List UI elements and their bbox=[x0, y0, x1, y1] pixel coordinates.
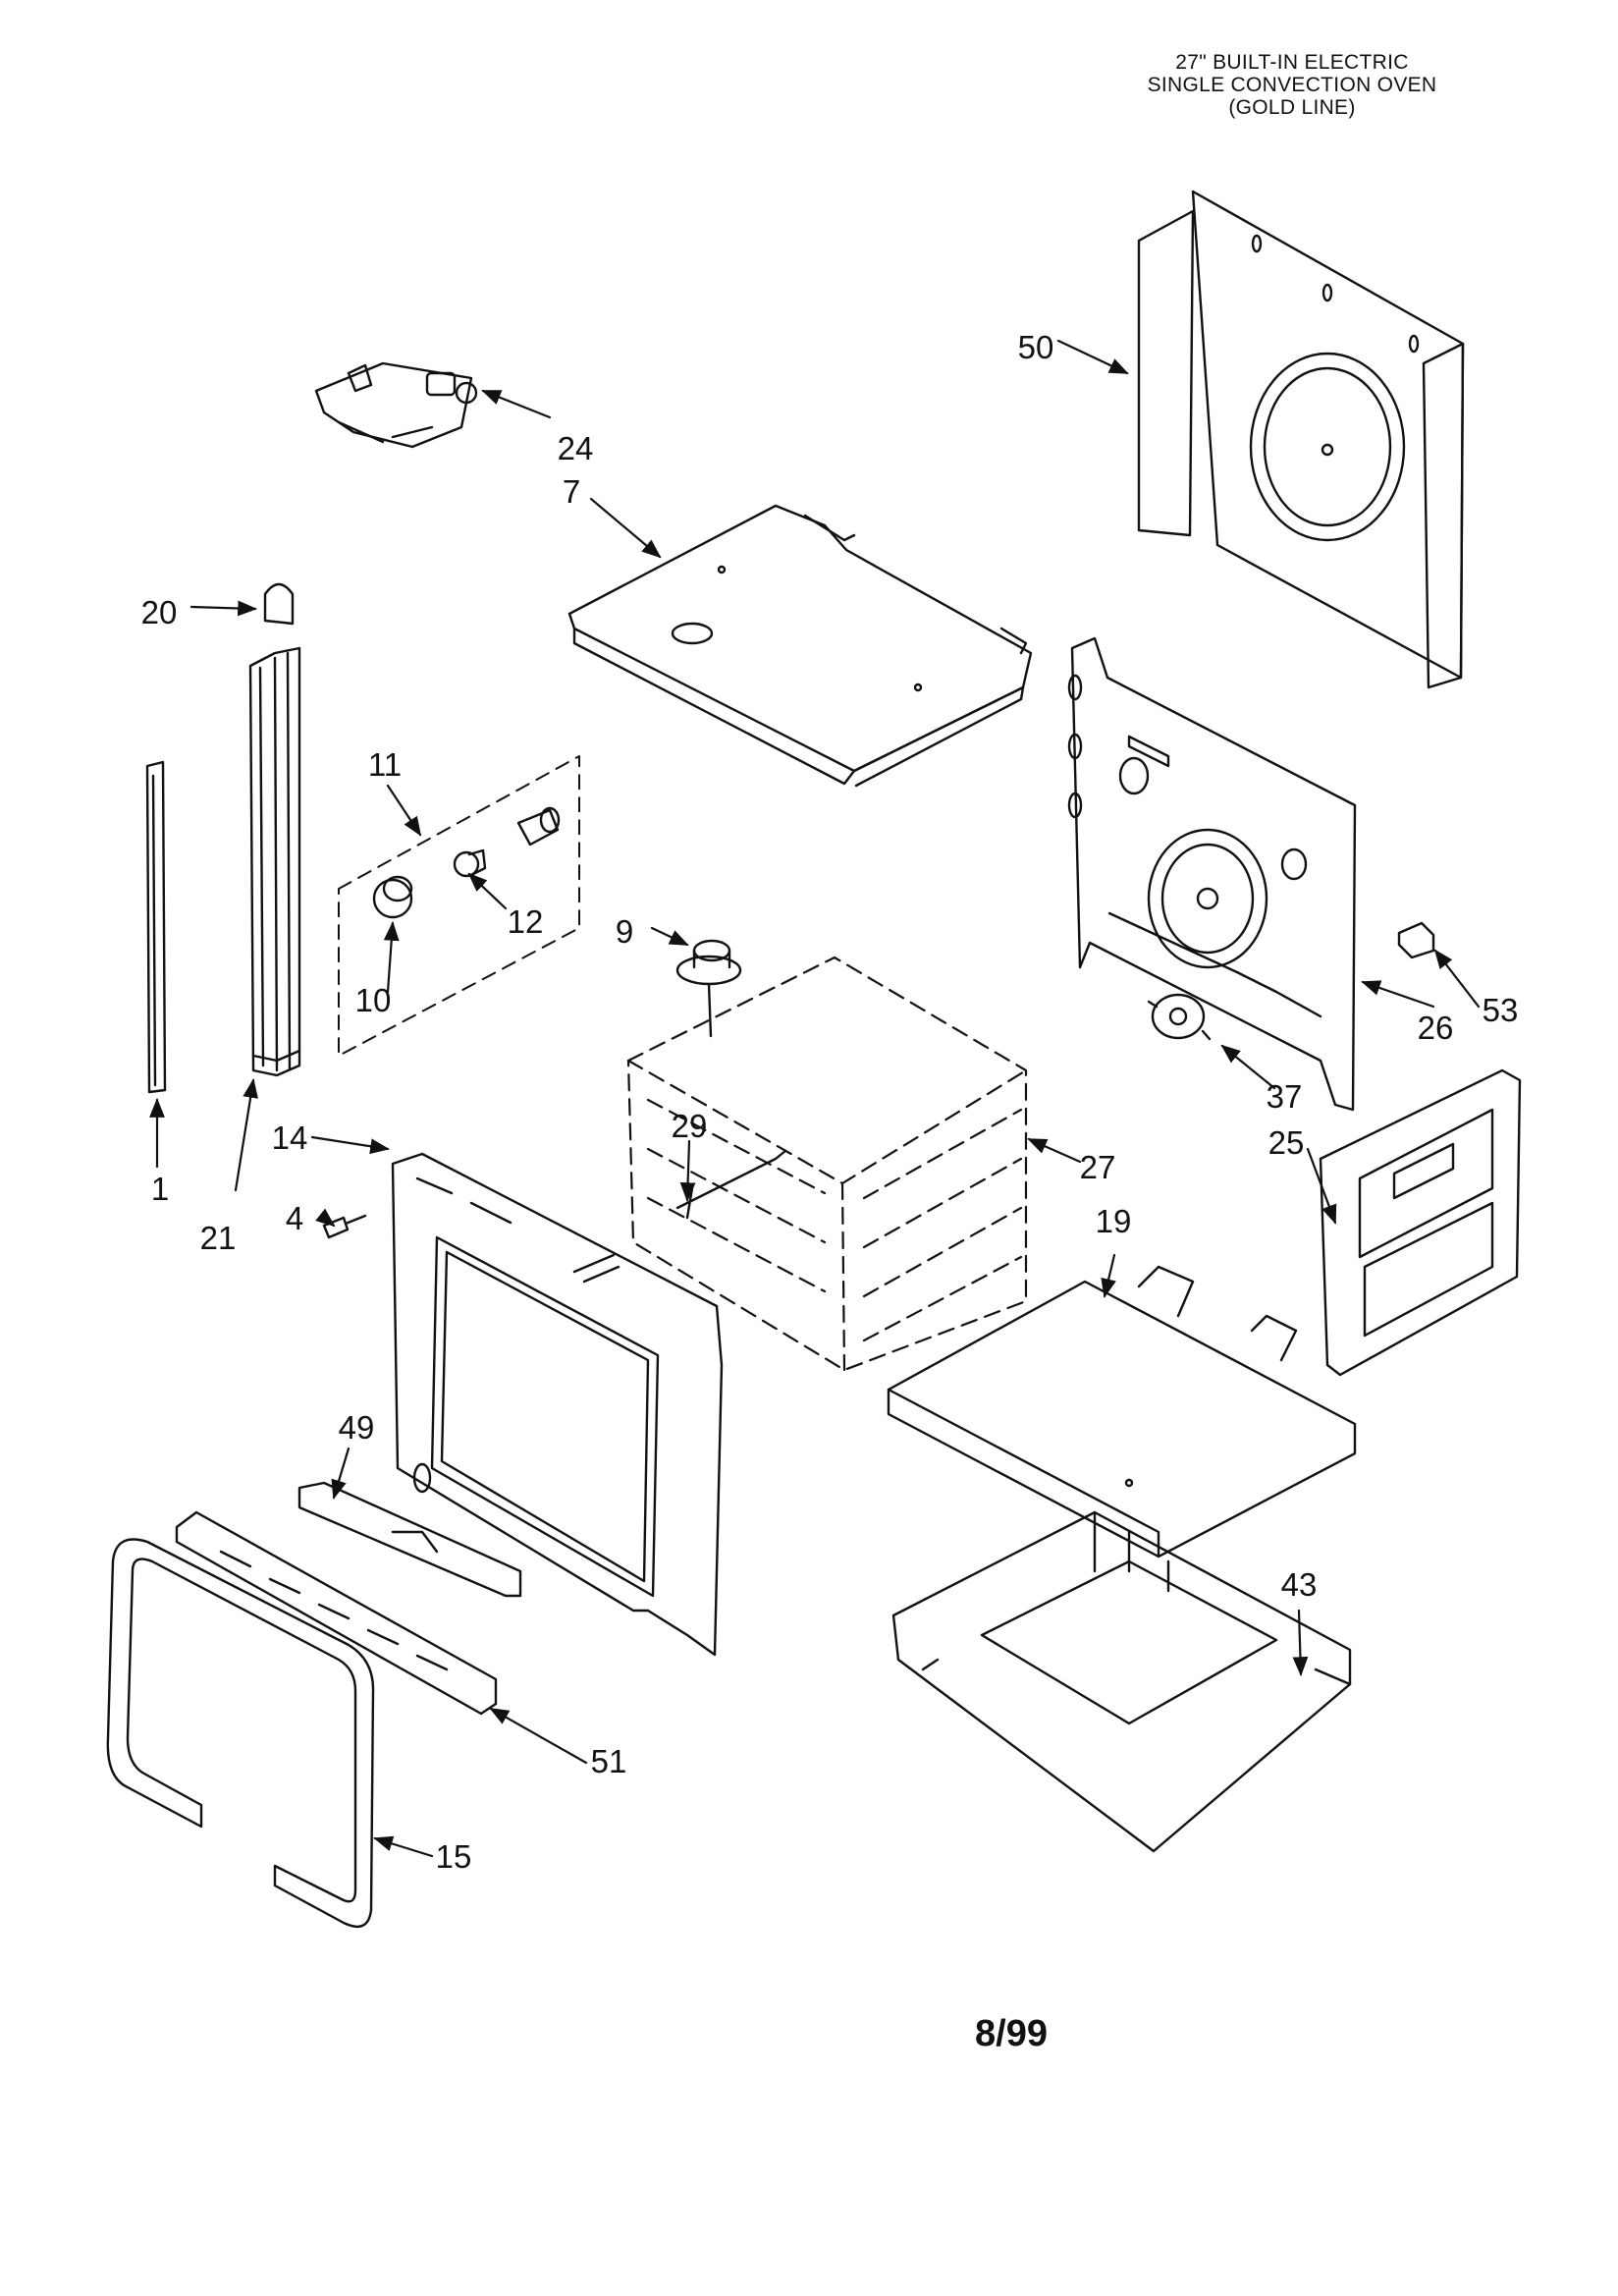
leader-arrows bbox=[149, 339, 1481, 1858]
part-11-switch-group bbox=[338, 755, 580, 1057]
part-29-element-rod bbox=[675, 1149, 787, 1220]
callout-43: 43 bbox=[1281, 1566, 1318, 1603]
part-53-clip bbox=[1397, 921, 1435, 959]
callout-25: 25 bbox=[1268, 1124, 1305, 1161]
part-1-trim-strip bbox=[145, 760, 167, 1094]
callout-37: 37 bbox=[1267, 1078, 1303, 1115]
callout-50: 50 bbox=[1018, 329, 1054, 365]
callout-4: 4 bbox=[286, 1200, 303, 1236]
callout-26: 26 bbox=[1418, 1010, 1454, 1046]
part-24-control-bracket bbox=[314, 361, 478, 449]
callout-24: 24 bbox=[558, 430, 594, 466]
part-27-oven-cavity bbox=[626, 956, 1028, 1372]
callout-15: 15 bbox=[436, 1838, 472, 1875]
part-21-side-channel bbox=[248, 646, 301, 1077]
callout-10: 10 bbox=[355, 982, 392, 1018]
part-51-vent-trim bbox=[175, 1510, 498, 1716]
header-title-line-1: 27" BUILT-IN ELECTRIC bbox=[1175, 51, 1409, 74]
header-title-line-3: (GOLD LINE) bbox=[1228, 96, 1356, 119]
callout-9: 9 bbox=[616, 913, 633, 950]
callout-labels: 50 24 7 20 11 12 9 10 1 21 14 4 29 27 25… bbox=[141, 329, 1519, 1875]
callout-14: 14 bbox=[272, 1120, 308, 1156]
part-37-thermostat bbox=[1147, 993, 1212, 1041]
part-19-bottom-shelf bbox=[887, 1265, 1357, 1558]
header-title-line-2: SINGLE CONVECTION OVEN bbox=[1147, 74, 1437, 96]
part-4-screw bbox=[322, 1214, 367, 1239]
part-26-side-panel bbox=[1067, 636, 1357, 1112]
part-15-door-gasket bbox=[106, 1538, 375, 1928]
part-25-side-wrapper bbox=[1319, 1068, 1522, 1377]
part-20-cap bbox=[263, 582, 295, 626]
callout-19: 19 bbox=[1096, 1203, 1132, 1239]
part-7-top-shield bbox=[567, 504, 1033, 788]
callout-7: 7 bbox=[563, 473, 580, 510]
callout-20: 20 bbox=[141, 594, 178, 630]
callout-11: 11 bbox=[368, 746, 402, 783]
callout-27: 27 bbox=[1080, 1149, 1116, 1185]
part-14-front-frame bbox=[391, 1152, 724, 1657]
callout-51: 51 bbox=[591, 1743, 627, 1779]
callout-12: 12 bbox=[508, 903, 544, 940]
callout-29: 29 bbox=[672, 1108, 708, 1144]
callout-49: 49 bbox=[339, 1409, 375, 1446]
part-49-front-bracket bbox=[297, 1481, 522, 1598]
part-43-base-pan bbox=[891, 1510, 1352, 1853]
callout-1: 1 bbox=[151, 1171, 169, 1207]
callout-53: 53 bbox=[1483, 992, 1519, 1028]
callout-21: 21 bbox=[200, 1220, 237, 1256]
part-9-motor bbox=[675, 939, 742, 1038]
date-code: 8/99 bbox=[975, 2013, 1048, 2054]
part-12-bulb bbox=[453, 848, 487, 878]
part-50-rear-panel bbox=[1137, 190, 1465, 689]
part-10-knob bbox=[372, 875, 413, 919]
